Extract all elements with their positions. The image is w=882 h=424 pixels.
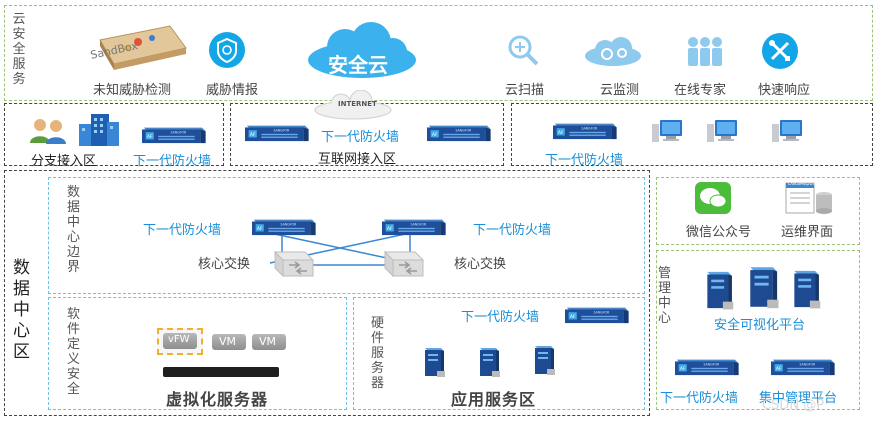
dc-edge-zone	[48, 177, 645, 294]
vm-label-2: VM	[259, 335, 277, 348]
terminal-firewall-label: 下一代防火墙	[545, 153, 624, 168]
threat-intel-label: 威胁情报	[206, 83, 259, 98]
internet-cloud-label: INTERNET	[338, 100, 377, 108]
dc-edge-label: 数据中心边界	[66, 185, 80, 275]
pc-icon-2	[705, 118, 741, 144]
online-expert-icon	[683, 34, 727, 68]
sds-label: 软件定义安全	[66, 307, 80, 397]
threat-intel-icon	[208, 31, 246, 69]
terminal-zone	[511, 103, 873, 166]
hw-zone	[353, 297, 645, 410]
vm-box-1	[212, 334, 246, 350]
edge-firewall-right	[375, 216, 449, 236]
internet-firewall-left	[238, 122, 312, 142]
security-cloud-icon	[305, 22, 420, 80]
security-cloud-label: 安全云	[328, 53, 388, 77]
datacenter-zone	[4, 170, 650, 416]
cloud-monitor-label: 云监测	[600, 83, 640, 98]
central-mgmt-label: 集中管理平台	[759, 391, 838, 406]
core-switch-left	[265, 248, 315, 280]
quick-response-icon	[761, 32, 799, 70]
users-icon	[27, 117, 71, 145]
cloud-scan-label: 云扫描	[505, 83, 545, 98]
edge-firewall-left-label: 下一代防火墙	[143, 223, 222, 238]
branch-firewall-label: 下一代防火墙	[133, 154, 212, 169]
virtualization-server-icon	[163, 367, 279, 377]
core-switch-left-label: 核心交换	[198, 257, 251, 272]
hw-firewall-label: 下一代防火墙	[461, 310, 540, 325]
sandbox-icon	[90, 20, 190, 75]
hw-label: 硬件服务器	[370, 316, 384, 391]
wechat-label: 微信公众号	[686, 225, 752, 240]
edge-firewall-left	[245, 216, 319, 236]
branch-firewall-device	[135, 124, 209, 144]
building-icon	[75, 112, 121, 148]
vfw-vm	[163, 333, 197, 349]
cloud-service-label: 云安全服务	[12, 12, 26, 87]
internet-cloud-icon	[313, 89, 393, 120]
cloud-monitor-icon	[583, 34, 643, 68]
mgmt-server-2	[745, 263, 781, 311]
hw-firewall-device	[558, 304, 632, 324]
cloud-service-zone	[4, 5, 873, 101]
ops-ui-icon	[784, 181, 836, 217]
app-server-2	[478, 345, 500, 379]
cloud-scan-icon	[505, 33, 545, 67]
sds-zone	[48, 297, 347, 410]
security-platform-label: 安全可视化平台	[714, 318, 806, 333]
internet-zone-label: 互联网接入区	[318, 152, 397, 167]
central-mgmt-device	[764, 356, 838, 376]
mgmt-zone	[656, 250, 860, 410]
ops-ui-report-label: DataReport	[788, 181, 817, 187]
app-service-zone-title: 应用服务区	[451, 390, 537, 409]
internet-firewall-label: 下一代防火墙	[321, 130, 400, 145]
edge-firewall-right-label: 下一代防火墙	[473, 223, 552, 238]
branch-zone-label: 分支接入区	[31, 154, 97, 169]
datacenter-label: 数据中心区	[13, 258, 30, 362]
pc-icon-1	[650, 118, 686, 144]
branch-zone	[4, 103, 224, 166]
mgmt-server-1	[703, 268, 735, 312]
core-switch-right	[375, 248, 425, 280]
mgmt-firewall-device	[668, 356, 742, 376]
ops-zone	[656, 177, 860, 245]
app-server-1	[423, 345, 445, 379]
watermark: CSDN @P	[762, 398, 825, 413]
vfw-vm-label: vFW	[168, 334, 190, 345]
vm-label-1: VM	[219, 335, 237, 348]
online-expert-label: 在线专家	[674, 83, 727, 98]
core-switch-right-label: 核心交换	[454, 257, 507, 272]
terminal-firewall-device	[546, 120, 620, 140]
unknown-threat-label: 未知威胁检测	[93, 83, 172, 98]
mgmt-server-3	[790, 267, 822, 311]
mgmt-label: 管理中心	[657, 266, 671, 326]
mgmt-firewall-label: 下一代防火墙	[660, 391, 739, 406]
quick-response-label: 快速响应	[758, 83, 811, 98]
virtualization-server-title: 虚拟化服务器	[166, 390, 269, 409]
internet-firewall-right	[420, 122, 494, 142]
pc-icon-3	[770, 118, 806, 144]
app-server-3	[533, 343, 555, 377]
vm-box-2	[252, 334, 286, 350]
wechat-icon	[694, 181, 732, 215]
ops-ui-label: 运维界面	[781, 225, 834, 240]
